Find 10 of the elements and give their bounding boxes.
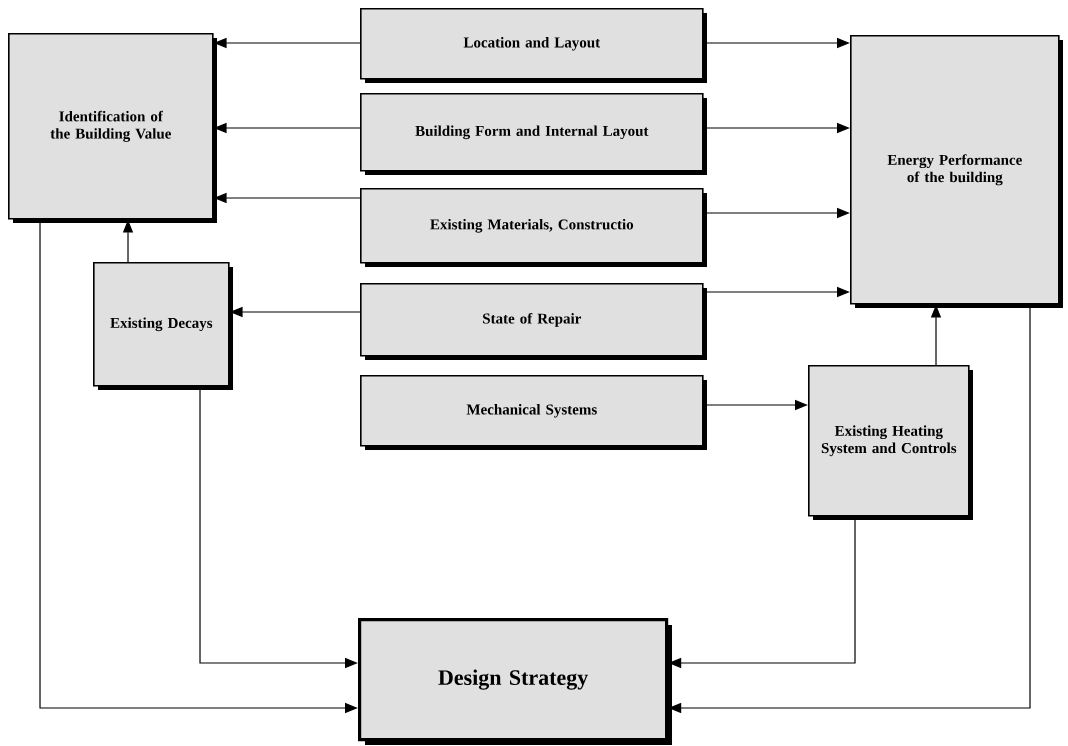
process-box: Location and Layout (360, 8, 707, 83)
process-box: Energy Performance of the building (850, 35, 1063, 308)
process-box: Mechanical Systems (360, 375, 707, 450)
process-box: Existing Materials, Constructio (360, 188, 707, 267)
process-box: Identification of the Building Value (8, 33, 217, 223)
process-box: State of Repair (360, 283, 707, 360)
process-box: Existing Heating System and Controls (808, 365, 973, 520)
process-box: Building Form and Internal Layout (360, 93, 707, 175)
strategy-box: Design Strategy (358, 618, 672, 745)
process-box: Existing Decays (93, 262, 233, 390)
